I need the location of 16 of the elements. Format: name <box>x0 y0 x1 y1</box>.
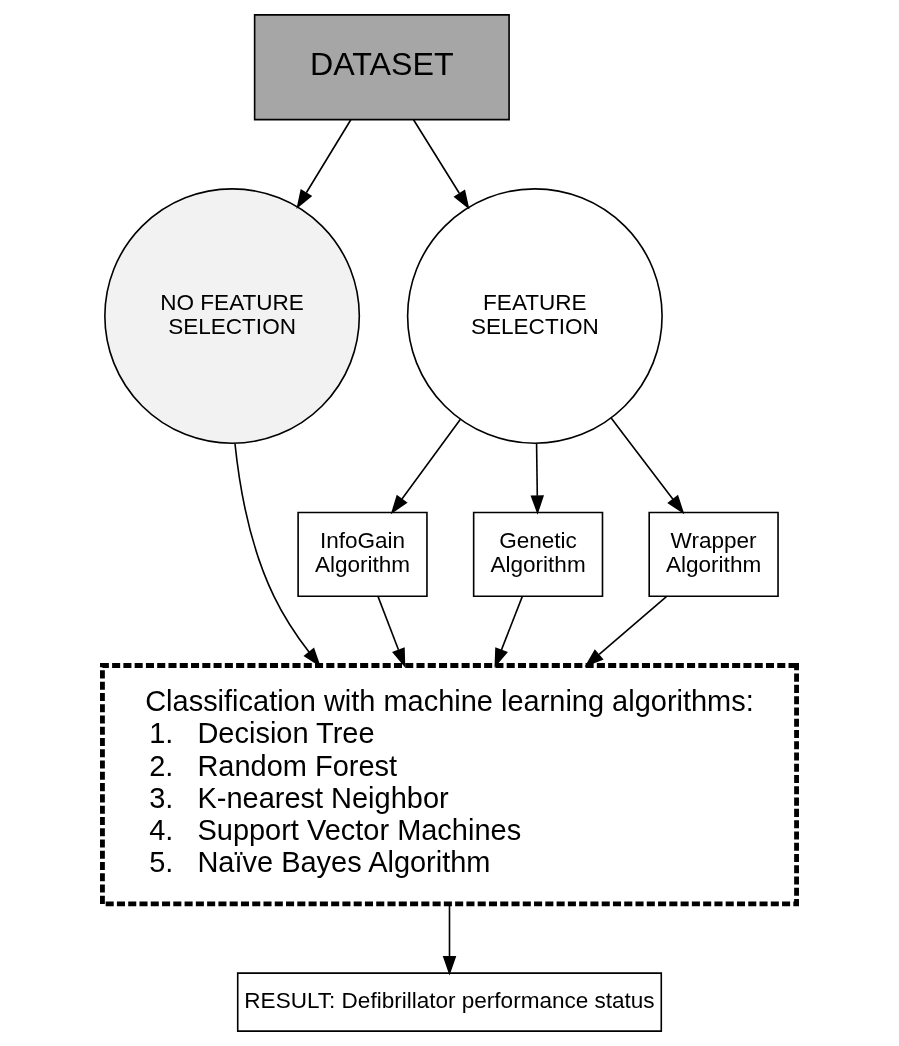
arrow <box>412 118 470 210</box>
node-box: InfoGain Algorithm <box>297 511 428 598</box>
node-box: DATASET <box>253 14 510 121</box>
node-box: Classification with machine learning algorithms: 1. Decision Tree 2. Random Forest 3. K-nearest Neighbor 4. Support Vector Machines 5. Naïve Bayes Algorithm <box>100 663 799 907</box>
arrow <box>442 903 457 976</box>
node-box: Genetic Algorithm <box>472 511 604 598</box>
arrow <box>296 118 352 209</box>
arrow <box>494 595 524 668</box>
arrow <box>610 417 685 515</box>
arrow <box>390 418 462 515</box>
node-box: RESULT: Defibrillator performance status <box>236 972 663 1032</box>
arrow <box>377 595 406 668</box>
arrow <box>234 442 321 667</box>
arrow <box>530 442 545 515</box>
node-box: Wrapper Algorithm <box>648 511 779 598</box>
arrow <box>584 595 668 667</box>
